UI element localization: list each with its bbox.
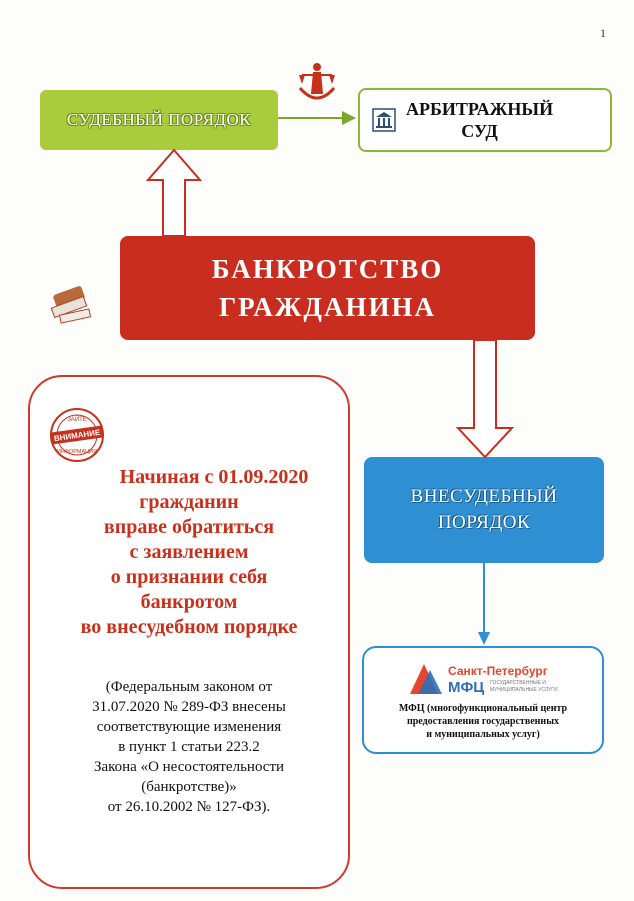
mfc-line1: МФЦ (многофункциональный центр <box>398 703 568 714</box>
law-line: (банкротстве)» <box>141 779 237 795</box>
mfc-logo-small1: ГОСУДАРСТВЕННЫЕ И <box>490 680 546 686</box>
out-of-court-line2: ПОРЯДОК <box>437 512 531 533</box>
notice-line: гражданин <box>139 491 239 513</box>
notice-line: с заявлением <box>129 541 249 563</box>
arbitration-court-box: АРБИТРАЖНЫЙ СУД <box>358 88 612 152</box>
bankruptcy-line2: ГРАЖДАНИНА <box>219 292 436 322</box>
notice-line: во внесудебном порядке <box>80 616 298 638</box>
law-line: (Федеральным законом от <box>105 679 273 695</box>
arbitration-line2: СУД <box>461 121 498 141</box>
stamp-icon <box>50 282 96 326</box>
arbitration-line1: АРБИТРАЖНЫЙ <box>406 99 554 119</box>
notice-line: Начиная с 01.09.2020 <box>119 466 309 488</box>
mfc-logo: Санкт-Петербург МФЦ ГОСУДАРСТВЕННЫЕ И МУ… <box>408 662 578 696</box>
arrow-up-to-court-route <box>145 148 203 237</box>
out-of-court-box: ВНЕСУДЕБНЫЙ ПОРЯДОК <box>364 457 604 563</box>
law-line: от 26.10.2002 № 127-ФЗ). <box>107 799 271 815</box>
attention-badge-icon: ЗАЙТЕ ВНИМАНИЕ ИНФОРМАЦИЯ <box>48 406 106 464</box>
law-line: в пункт 1 статьи 223.2 <box>118 739 260 755</box>
arrow-to-mfc <box>478 563 490 645</box>
notice-main-text: Начиная с 01.09.2020 гражданин вправе об… <box>30 465 348 640</box>
mfc-logo-small2: МУНИЦИПАЛЬНЫЕ УСЛУГИ <box>490 687 558 693</box>
mfc-description: МФЦ (многофункциональный центр предостав… <box>364 702 602 741</box>
arrow-down-to-out-of-court <box>455 339 515 459</box>
notice-law-reference: (Федеральным законом от 31.07.2020 № 289… <box>30 677 348 817</box>
lady-justice-icon <box>294 58 340 104</box>
notice-line: вправе обратиться <box>103 516 275 538</box>
court-route-label: СУДЕБНЫЙ ПОРЯДОК <box>66 110 252 129</box>
arrow-to-arbitration <box>278 111 356 125</box>
badge-bottom-text: ИНФОРМАЦИЯ <box>57 449 97 455</box>
citizen-bankruptcy-box: БАНКРОТСТВО ГРАЖДАНИНА <box>120 236 535 340</box>
notice-line: банкротом <box>140 591 238 613</box>
out-of-court-line1: ВНЕСУДЕБНЫЙ <box>410 486 558 507</box>
mfc-logo-abbr: МФЦ <box>448 679 484 696</box>
notice-box: Начиная с 01.09.2020 гражданин вправе об… <box>28 375 350 889</box>
arbitration-court-title: АРБИТРАЖНЫЙ СУД <box>406 98 553 142</box>
page-number: 1 <box>600 26 606 40</box>
mfc-box: Санкт-Петербург МФЦ ГОСУДАРСТВЕННЫЕ И МУ… <box>362 646 604 754</box>
mfc-line2: предоставления государственных <box>406 716 560 727</box>
badge-top-text: ЗАЙТЕ <box>67 415 87 423</box>
courthouse-icon <box>372 108 396 132</box>
law-line: соответствующие изменения <box>96 719 282 735</box>
law-line: 31.07.2020 № 289-ФЗ внесены <box>92 699 286 715</box>
bankruptcy-line1: БАНКРОТСТВО <box>211 254 444 284</box>
mfc-logo-city: Санкт-Петербург <box>448 664 548 678</box>
mfc-line3: и муниципальных услуг) <box>426 729 540 740</box>
law-line: Закона «О несостоятельности <box>93 759 285 775</box>
notice-line: о признании себя <box>110 566 268 588</box>
court-route-box: СУДЕБНЫЙ ПОРЯДОК <box>40 90 278 150</box>
